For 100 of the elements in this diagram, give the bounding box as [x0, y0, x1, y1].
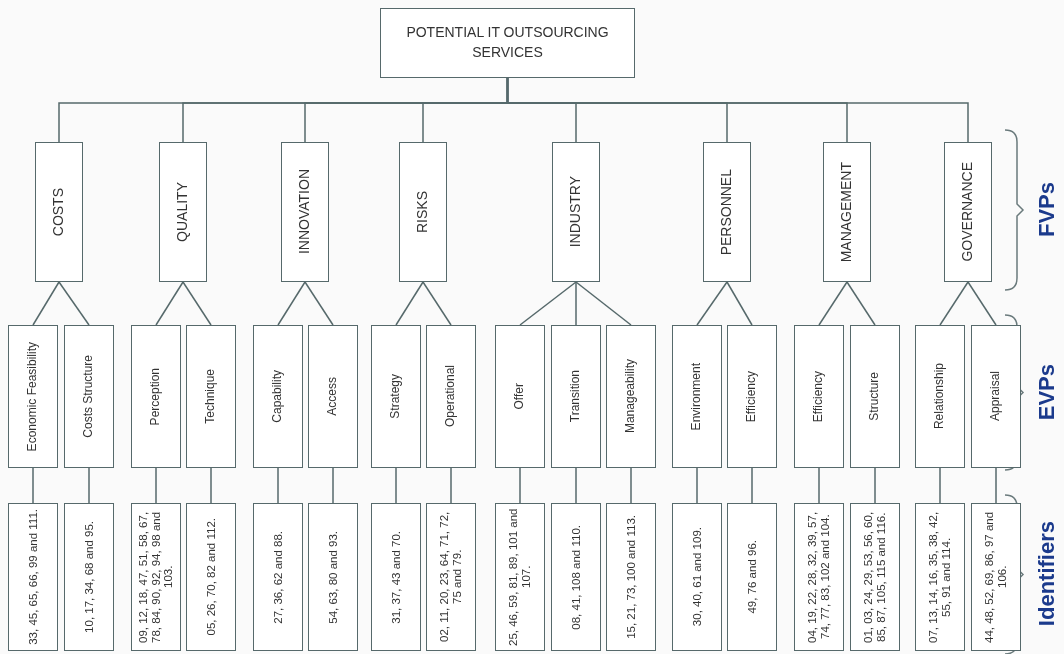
node-label: POTENTIAL IT OUTSOURCING SERVICES	[405, 23, 610, 62]
subcategory-box	[186, 325, 236, 468]
node-label: Efficiency	[745, 370, 759, 423]
node-label: Efficiency	[812, 370, 826, 423]
node-label: INNOVATION	[297, 169, 313, 255]
identifier-box	[371, 503, 421, 651]
node-label: Manageability	[624, 359, 638, 434]
connector-line	[182, 281, 212, 326]
identifier-list: 10, 17, 34, 68 and 95.	[82, 521, 96, 633]
node-label: RISKS	[415, 191, 431, 233]
identifier-box	[131, 503, 181, 651]
connector-line	[696, 281, 728, 326]
subcategory-box	[308, 325, 358, 468]
connector-line	[32, 281, 60, 326]
node-label: PERSONNEL	[719, 168, 735, 256]
connector-line	[575, 467, 577, 504]
identifier-box	[794, 503, 844, 651]
connector-line	[575, 281, 577, 326]
connector-line	[88, 467, 90, 504]
level-label: FVPs	[1034, 182, 1060, 238]
connector-line	[939, 467, 941, 504]
connector-line	[939, 281, 969, 326]
category-box	[35, 142, 83, 282]
subcategory-box	[551, 325, 601, 468]
node-label: Costs Structure	[82, 355, 96, 438]
connector-line	[995, 467, 997, 504]
identifier-list: 09, 12, 18, 47, 51, 58, 67, 78, 84, 90, 92, 94, 98 and 103.	[137, 508, 175, 646]
node-label: GOVERNANCE	[960, 162, 976, 262]
identifier-box	[551, 503, 601, 651]
subcategory-box	[426, 325, 476, 468]
subcategory-box	[253, 325, 303, 468]
category-box	[823, 142, 871, 282]
connector-line	[450, 467, 452, 504]
subcategory-box	[371, 325, 421, 468]
subcategory-box	[8, 325, 58, 468]
node-label: Relationship	[933, 363, 947, 430]
identifier-box	[186, 503, 236, 651]
node-label: MANAGEMENT	[839, 161, 855, 263]
node-label: QUALITY	[175, 182, 191, 242]
identifier-list: 27, 36, 62 and 88.	[271, 530, 285, 624]
identifier-box	[8, 503, 58, 651]
node-label: Environment	[690, 362, 704, 431]
root-box	[380, 8, 635, 78]
identifier-box	[915, 503, 965, 651]
connector-line	[277, 467, 279, 504]
identifier-list: 49, 76 and 96.	[745, 540, 759, 614]
subcategory-box	[915, 325, 965, 468]
subcategory-box	[727, 325, 777, 468]
identifier-box	[495, 503, 545, 651]
connector-line	[726, 281, 753, 326]
node-label: Access	[326, 377, 340, 416]
identifier-list: 01, 03, 24, 29, 53, 56, 60, 85, 87, 105, 115 and 116.	[862, 508, 888, 646]
category-box	[159, 142, 207, 282]
node-label: Transition	[569, 370, 583, 423]
subcategory-box	[495, 325, 545, 468]
identifier-list: 05, 26, 70, 82 and 112.	[204, 518, 218, 636]
identifier-list: 04, 19, 22, 28, 32, 39, 57, 74, 77, 83, 102 and 104.	[806, 508, 832, 646]
identifier-box	[672, 503, 722, 651]
identifier-box	[253, 503, 303, 651]
subcategory-box	[131, 325, 181, 468]
identifier-box	[606, 503, 656, 651]
identifier-list: 31, 37, 43 and 70.	[389, 530, 403, 624]
identifier-box	[308, 503, 358, 651]
level-label: EVPs	[1034, 363, 1060, 421]
category-box	[399, 142, 447, 282]
connector-line	[506, 77, 969, 143]
identifier-list: 33, 45, 65, 66, 99 and 111.	[26, 509, 40, 645]
identifier-list: 44, 48, 52, 69, 86, 97 and 106.	[983, 508, 1009, 646]
node-label: Operational	[444, 365, 458, 428]
identifier-list: 07, 13, 14, 16, 35, 38, 42, 55, 91 and 114.	[927, 508, 953, 646]
connector-line	[304, 281, 334, 326]
connector-line	[696, 467, 698, 504]
connector-line	[155, 467, 157, 504]
node-label: Strategy	[389, 374, 403, 419]
node-label: Appraisal	[989, 371, 1003, 422]
connector-line	[155, 281, 184, 326]
connector-line	[818, 467, 820, 504]
identifier-list: 08, 41, 108 and 110.	[569, 524, 583, 630]
category-box	[944, 142, 992, 282]
node-label: COSTS	[51, 187, 67, 237]
node-label: Offer	[513, 383, 527, 410]
connector-line	[332, 467, 334, 504]
category-box	[703, 142, 751, 282]
subcategory-box	[672, 325, 722, 468]
identifier-list: 02, 11, 20, 23, 64, 71, 72, 75 and 79.	[438, 508, 464, 646]
node-label: Structure	[868, 372, 882, 421]
connector-line	[395, 467, 397, 504]
connector-line	[630, 467, 632, 504]
identifier-box	[850, 503, 900, 651]
connector-line	[32, 467, 34, 504]
connector-line	[277, 281, 306, 326]
connector-line	[519, 281, 577, 326]
identifier-list: 25, 46, 59, 81, 89, 101 and 107.	[507, 508, 533, 646]
connector-line	[846, 281, 876, 326]
identifier-box	[971, 503, 1021, 651]
connector-line	[818, 281, 848, 326]
connector-line	[751, 467, 753, 504]
identifier-list: 54, 63, 80 and 93.	[326, 530, 340, 624]
level-label: Identifiers	[1034, 521, 1060, 627]
identifier-list: 15, 21, 73, 100 and 113.	[624, 515, 638, 639]
